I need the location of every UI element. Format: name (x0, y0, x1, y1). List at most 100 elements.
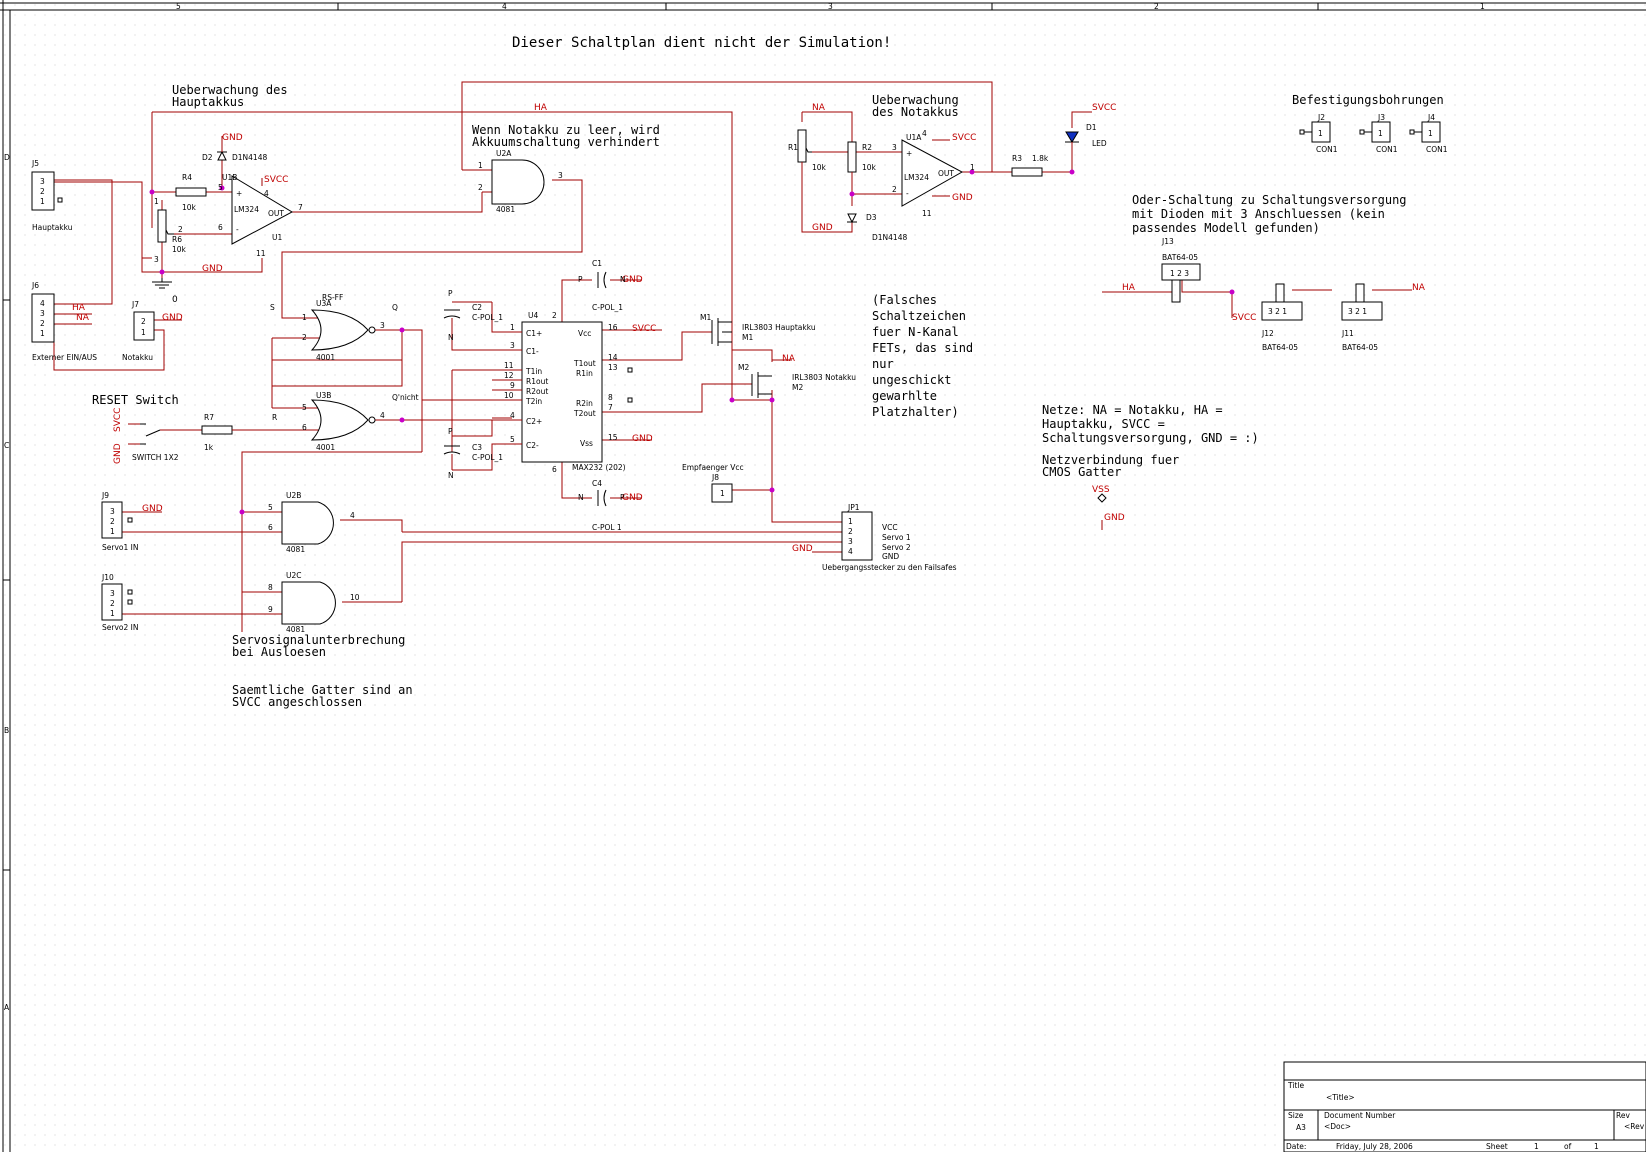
r6-value: 10k (172, 245, 187, 254)
svg-text:11: 11 (256, 249, 266, 258)
svg-text:2: 2 (110, 517, 115, 526)
svg-text:2: 2 (141, 317, 146, 326)
j6-label: Externer EIN/AUS (32, 353, 97, 362)
net-gnd-d2: GND (222, 133, 243, 143)
jp1-pin-servo2: Servo 2 (882, 543, 911, 552)
svg-text:7: 7 (608, 403, 613, 412)
net-gnd-j9: GND (142, 504, 163, 514)
mounting-hole-j2: 1 J2 CON1 (1299, 113, 1338, 154)
net-gnd-u1b: GND (202, 264, 223, 274)
svg-text:8: 8 (608, 393, 613, 402)
m1-ref-2: M1 (742, 333, 753, 342)
and-gate-u2b: 564 U2B 4081 (268, 491, 355, 554)
potentiometer-r6: 132 R6 10k (154, 197, 187, 264)
j9-label: Servo1 IN (102, 543, 138, 552)
svg-text:2: 2 (40, 187, 45, 196)
net-ha-j6: HA (72, 303, 86, 313)
u1b-value: LM324 (234, 205, 259, 214)
m2-ref: M2 (738, 363, 749, 372)
note-gatter-1: Saemtliche Gatter sind an (232, 683, 413, 697)
svg-text:1: 1 (40, 197, 45, 206)
sheet-label: Sheet (1486, 1142, 1508, 1151)
j3-value: CON1 (1376, 145, 1398, 154)
net-vss: VSS (1092, 485, 1110, 495)
note-fets-3: fuer N-Kanal (872, 325, 959, 339)
svg-text:1: 1 (478, 161, 483, 170)
j5-ref: J5 (31, 159, 39, 168)
sheet-heading: Dieser Schaltplan dient nicht der Simula… (512, 35, 891, 51)
svg-text:1: 1 (110, 609, 115, 618)
q-label: Q (392, 303, 398, 312)
net-gnd-r1: GND (812, 223, 833, 233)
svg-text:1: 1 (1428, 129, 1433, 138)
j7-ref: J7 (131, 300, 139, 309)
border-label-3: 3 (828, 2, 833, 11)
jp1-pin-gnd: GND (882, 552, 899, 561)
svg-text:4: 4 (848, 547, 853, 556)
note-fets-1: (Falsches (872, 293, 937, 307)
r4-ref: R4 (182, 173, 192, 182)
svg-text:1: 1 (141, 328, 146, 337)
m1-ref: M1 (700, 313, 711, 322)
j8-label: Empfaenger Vcc (682, 463, 744, 472)
d3-value: D1N4148 (872, 233, 907, 242)
u4-pin-c2minus: C2- (526, 441, 539, 450)
svg-text:12: 12 (504, 371, 514, 380)
net-svcc-oder: SVCC (1232, 313, 1256, 323)
svg-text:1 2 3: 1 2 3 (1170, 269, 1189, 278)
svg-text:8: 8 (268, 583, 273, 592)
net-ha-oder: HA (1122, 283, 1136, 293)
net-na-m2: NA (782, 354, 796, 364)
border-label-c: C (4, 441, 9, 450)
svg-text:3: 3 (154, 255, 159, 264)
r4-value: 10k (182, 203, 197, 212)
j2-ref: J2 (1317, 113, 1325, 122)
j4-value: CON1 (1426, 145, 1448, 154)
svg-text:5: 5 (302, 403, 307, 412)
svg-text:N: N (448, 471, 454, 480)
c4-value: C-POL 1 (592, 523, 622, 532)
note-leer-1: Wenn Notakku zu leer, wird (472, 123, 660, 137)
svg-text:3: 3 (558, 171, 563, 180)
svg-text:1: 1 (970, 163, 975, 172)
svg-text:2: 2 (552, 311, 557, 320)
net-svcc-u4: SVCC (632, 324, 656, 334)
capacitor-c3: PN C3 C-POL_1 (443, 427, 503, 480)
c1-ref: C1 (592, 259, 602, 268)
vss-symbol (1097, 493, 1107, 503)
svg-text:10: 10 (350, 593, 360, 602)
u4-ref: U4 (528, 311, 538, 320)
svg-text:6: 6 (268, 523, 273, 532)
connector-j8: 1 J8 Empfaenger Vcc (682, 463, 744, 503)
ground-symbol (152, 278, 172, 289)
j11-value: BAT64-05 (1342, 343, 1378, 352)
svg-text:P: P (578, 275, 583, 284)
svg-text:9: 9 (268, 605, 273, 614)
svg-text:13: 13 (608, 363, 618, 372)
u3b-value: 4001 (316, 443, 335, 452)
svg-text:N: N (578, 493, 584, 502)
svg-text:2: 2 (110, 599, 115, 608)
d3-ref: D3 (866, 213, 877, 222)
s-label: S (270, 303, 275, 312)
j7-label: Notakku (122, 353, 153, 362)
d2-ref: D2 (202, 153, 213, 162)
u3a-value: 4001 (316, 353, 335, 362)
svg-text:3: 3 (510, 341, 515, 350)
svg-text:4: 4 (264, 189, 269, 198)
svg-text:2: 2 (40, 319, 45, 328)
mosfet-m2: M2 IRL3803 Notakku M2 (738, 363, 856, 398)
net-svcc-u1a: SVCC (952, 133, 976, 143)
mounting-hole-j3: 1 J3 CON1 (1359, 113, 1398, 154)
u1-ref: U1 (272, 233, 282, 242)
svg-text:1: 1 (720, 489, 725, 498)
r2-value: 10k (862, 163, 877, 172)
svg-text:6: 6 (218, 223, 223, 232)
mosfet-m1: M1 IRL3803 Hauptakku M1 (700, 313, 816, 346)
jp1-pin-vcc: VCC (882, 523, 898, 532)
r3-value: 1.8k (1032, 154, 1049, 163)
svg-text:2: 2 (178, 225, 183, 234)
note-haupt-2: Hauptakkus (172, 95, 244, 109)
